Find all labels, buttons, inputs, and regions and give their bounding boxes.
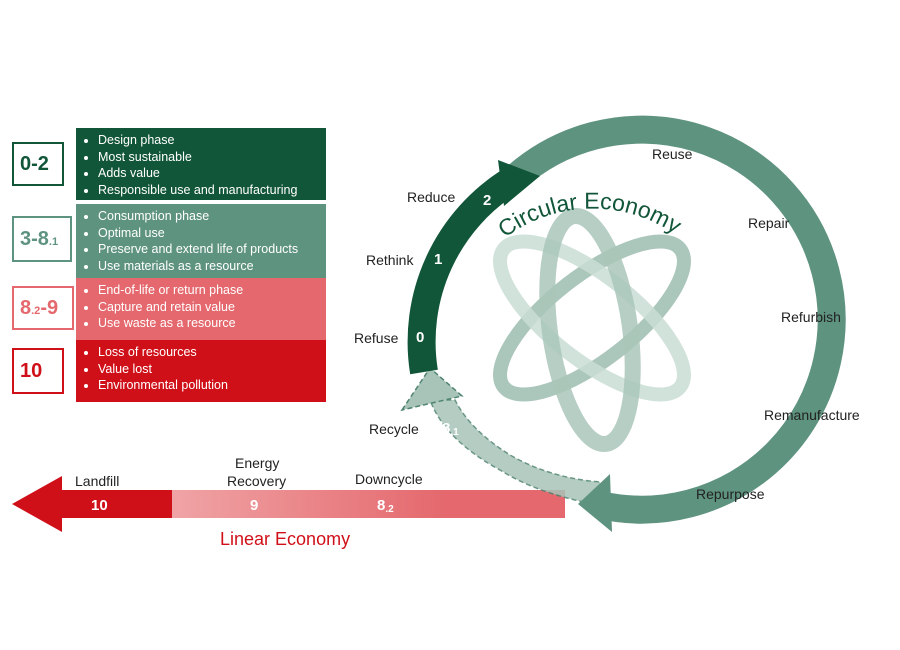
legend-bullets-design: Design phase Most sustainable Adds value… xyxy=(76,128,326,200)
step-number-8-1: 8.1 xyxy=(442,420,459,438)
legend-bullet: Most sustainable xyxy=(98,149,326,166)
legend-bullet: End-of-life or return phase xyxy=(98,282,326,299)
legend-code-10: 10 xyxy=(12,348,64,394)
step-label-reduce: Reduce xyxy=(407,189,455,205)
step-label-energy: Energy xyxy=(235,455,279,471)
linear-step-labels: Landfill Energy Recovery Downcycle 10 9 … xyxy=(75,455,423,515)
step-number-2: 2 xyxy=(483,192,491,209)
step-number-0: 0 xyxy=(416,329,424,346)
step-label-rethink: Rethink xyxy=(366,252,414,268)
legend-code-tail: -9 xyxy=(40,296,59,319)
legend-row-design: 0-2 Design phase Most sustainable Adds v… xyxy=(12,128,326,200)
legend-bullets-end-of-life: End-of-life or return phase Capture and … xyxy=(76,278,326,340)
legend-code-3-8.1: 3-8.1 xyxy=(12,216,72,262)
step-label-repurpose: Repurpose xyxy=(696,486,765,502)
legend-row-loss: 10 Loss of resources Value lost Environm… xyxy=(12,340,326,402)
legend-bullet: Design phase xyxy=(98,132,326,149)
step-label-remanufacture: Remanufacture xyxy=(764,407,860,423)
legend-bullet: Environmental pollution xyxy=(98,377,326,394)
linear-economy-arrow xyxy=(12,476,565,532)
legend-bullet: Capture and retain value xyxy=(98,299,326,316)
recycle-arrowhead-icon xyxy=(400,366,464,412)
circular-arc-end-arrow-icon xyxy=(578,474,612,532)
step-label-downcycle: Downcycle xyxy=(355,471,423,487)
legend-bullet: Loss of resources xyxy=(98,344,326,361)
legend-bullet: Value lost xyxy=(98,361,326,378)
step-label-recycle: Recycle xyxy=(369,421,419,437)
legend-bullet: Use waste as a resource xyxy=(98,315,326,332)
legend-code-sub: .1 xyxy=(48,236,59,248)
step-number-7: 7 xyxy=(668,477,676,494)
circular-arc-dark-green xyxy=(407,168,520,375)
legend-code-text: 8 xyxy=(20,296,32,319)
recycle-arc xyxy=(428,399,601,506)
linear-bar-segment-10 xyxy=(60,490,172,518)
linear-economy-title: Linear Economy xyxy=(220,529,350,549)
step-label-refurbish: Refurbish xyxy=(781,309,841,325)
legend-bullets-loss: Loss of resources Value lost Environment… xyxy=(76,340,326,402)
legend-code-text: 0-2 xyxy=(20,152,49,175)
step-number-9: 9 xyxy=(250,497,258,514)
step-number-10: 10 xyxy=(91,497,108,514)
step-label-landfill: Landfill xyxy=(75,473,119,489)
circular-arc-mid-green xyxy=(505,115,846,524)
linear-bar-segment-8-9 xyxy=(170,490,565,518)
step-number-6: 6 xyxy=(736,408,744,425)
legend-bullet: Preserve and extend life of products xyxy=(98,241,326,258)
circular-step-labels: Refuse Rethink Reduce Reuse Repair Refur… xyxy=(354,146,860,502)
legend-bullet: Optimal use xyxy=(98,225,326,242)
central-loops-icon xyxy=(493,207,691,453)
legend-bullet: Responsible use and manufacturing xyxy=(98,182,326,199)
legend-bullet: Use materials as a resource xyxy=(98,258,326,275)
legend-bullet: Adds value xyxy=(98,165,326,182)
legend-code-8.2-9: 8.2-9 xyxy=(12,286,74,330)
step-label-repair: Repair xyxy=(748,215,790,231)
step-label-recovery: Recovery xyxy=(227,473,286,489)
legend-code-sub: .2 xyxy=(31,305,41,317)
step-number-3: 3 xyxy=(627,163,635,180)
legend-bullets-consumption: Consumption phase Optimal use Preserve a… xyxy=(76,204,326,278)
legend-row-consumption: 3-8.1 Consumption phase Optimal use Pres… xyxy=(12,204,326,278)
step-number-8-2: 8.2 xyxy=(377,497,394,515)
step-number-5: 5 xyxy=(755,311,763,328)
legend-code-text: 3-8 xyxy=(20,227,49,250)
step-number-1: 1 xyxy=(434,251,442,268)
circular-step-numbers: 0 1 2 3 4 5 6 7 8.1 xyxy=(416,163,763,494)
legend-row-end-of-life: 8.2-9 End-of-life or return phase Captur… xyxy=(12,278,326,340)
circular-arc-start-arrow-icon xyxy=(498,160,540,206)
linear-arrowhead-icon xyxy=(12,476,62,532)
legend-bullet: Consumption phase xyxy=(98,208,326,225)
step-number-4: 4 xyxy=(713,216,722,233)
legend-code-0-2: 0-2 xyxy=(12,142,64,186)
step-label-refuse: Refuse xyxy=(354,330,399,346)
step-label-reuse: Reuse xyxy=(652,146,693,162)
legend-code-text: 10 xyxy=(20,359,43,382)
